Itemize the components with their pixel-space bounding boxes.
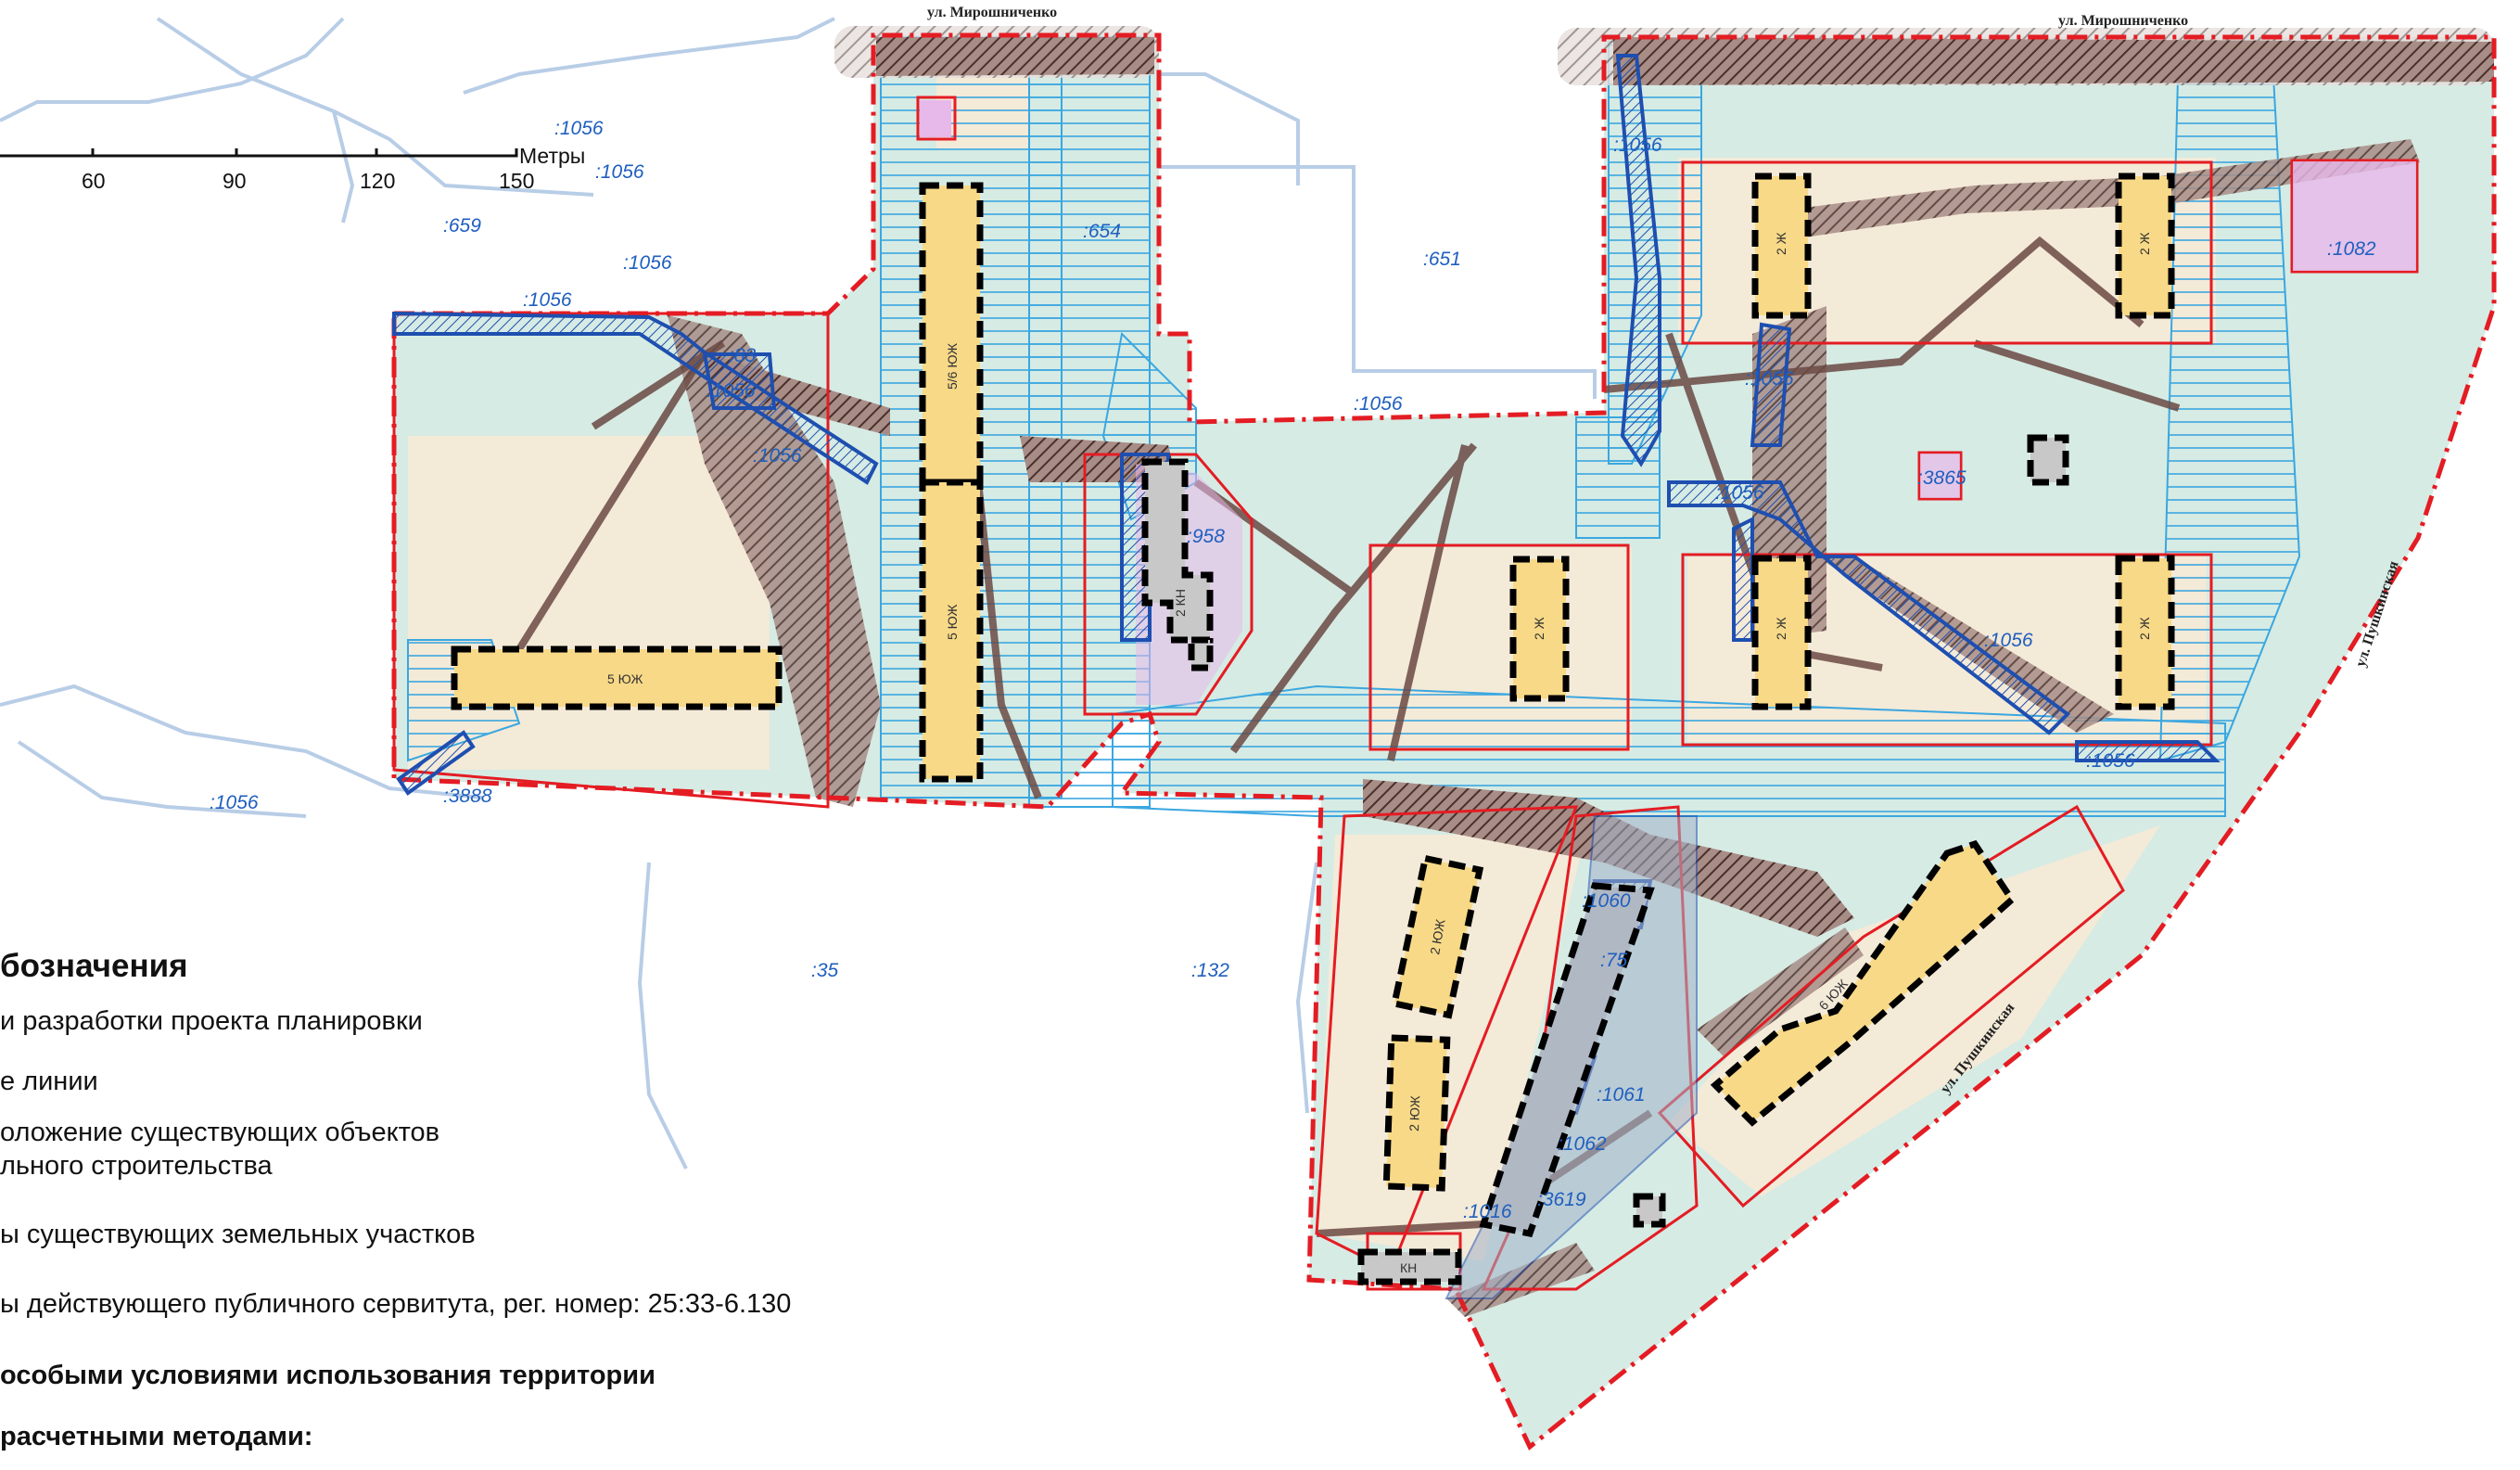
- parcel-label: :1056: [210, 792, 259, 813]
- parcel-label: :1062: [1558, 1133, 1607, 1155]
- legend-item: ы существующих земельных участков: [0, 1220, 476, 1249]
- scale-unit: Метры: [519, 144, 585, 168]
- parcel-label: :83: [729, 345, 757, 366]
- parcel-label: :651: [1423, 249, 1461, 270]
- parcel-label: :3888: [443, 786, 492, 807]
- parcel-label: :1056: [623, 252, 672, 274]
- parcel-labels: :1056 :1056 :659 :1056 :1056 :83 :1056 :…: [210, 118, 2376, 1222]
- parcel-label: :1056: [1715, 482, 1764, 504]
- parcel-label: :1082: [2327, 238, 2376, 260]
- street-miroshnichenko-1: ул. Мирошниченко: [927, 5, 1057, 20]
- legend-item: и разработки проекта планировки: [0, 1006, 423, 1036]
- legend-subheading: особыми условиями использования территор…: [0, 1361, 655, 1390]
- building-label: 2 Ж: [1774, 232, 1788, 255]
- building-label: 2 Ж: [1532, 617, 1546, 640]
- scale-bar: 60 90 120 150 Метры: [0, 144, 585, 193]
- legend-item: льного строительства: [0, 1151, 274, 1181]
- parcel-label: :132: [1191, 960, 1229, 981]
- scale-tick-60: 60: [82, 169, 106, 193]
- parcel-label: :1056: [2086, 750, 2135, 772]
- parcel-label: :1056: [595, 161, 644, 183]
- scale-tick-120: 120: [360, 169, 395, 193]
- project-boundary: [391, 32, 2497, 1451]
- parcel-label: :1061: [1597, 1084, 1646, 1106]
- parcel-label: :1056: [706, 380, 756, 402]
- building-label: 2 Ж: [2137, 232, 2152, 255]
- parcel-label: :1056: [753, 445, 802, 467]
- parcel-label: :1056: [554, 118, 604, 139]
- parcel-label: :3619: [1537, 1189, 1586, 1210]
- parcel-label: :654: [1083, 221, 1121, 242]
- parcel-label: :1056: [1613, 134, 1662, 156]
- street-miroshnichenko-2: ул. Мирошниченко: [2058, 13, 2188, 29]
- legend-item: оложение существующих объектов: [0, 1118, 439, 1147]
- parcel-label: :1016: [1463, 1201, 1512, 1222]
- parcel-label: :659: [443, 215, 481, 236]
- parcel-label: :1060: [1582, 890, 1631, 912]
- legend-item: ы действующего публичного сервитута, рег…: [0, 1289, 791, 1319]
- buildings: [451, 173, 2175, 1285]
- parcel-label: :1056: [523, 289, 572, 311]
- parcel-label: :35: [811, 960, 839, 981]
- legend: бозначения и разработки проекта планиров…: [0, 948, 791, 1451]
- scale-tick-150: 150: [499, 169, 534, 193]
- parcel-label: :3865: [1917, 467, 1966, 489]
- parcel-label: :1056: [1984, 630, 2033, 651]
- building-label: 2 Ж: [1774, 617, 1788, 640]
- building-label: 2 ЮЖ: [1427, 918, 1447, 956]
- building-label: 2 ЮЖ: [1406, 1095, 1422, 1131]
- parcel-label: :1056: [1745, 368, 1794, 390]
- scale-tick-90: 90: [223, 169, 247, 193]
- building-label: 5 ЮЖ: [607, 671, 643, 686]
- parcel-label: :1056: [1354, 393, 1403, 415]
- parcel-label: :958: [1187, 526, 1225, 547]
- building-label: 2 КН: [1173, 589, 1188, 617]
- legend-item: е линии: [0, 1067, 98, 1096]
- legend-subheading: расчетными методами:: [0, 1422, 312, 1451]
- building-label: 2 Ж: [2137, 617, 2152, 640]
- legend-title: бозначения: [0, 948, 188, 984]
- parcel-label: :75: [1600, 950, 1628, 971]
- building-label: КН: [1400, 1260, 1417, 1275]
- building-label: 5/6 ЮЖ: [945, 343, 960, 390]
- building-label: 5 ЮЖ: [945, 604, 960, 640]
